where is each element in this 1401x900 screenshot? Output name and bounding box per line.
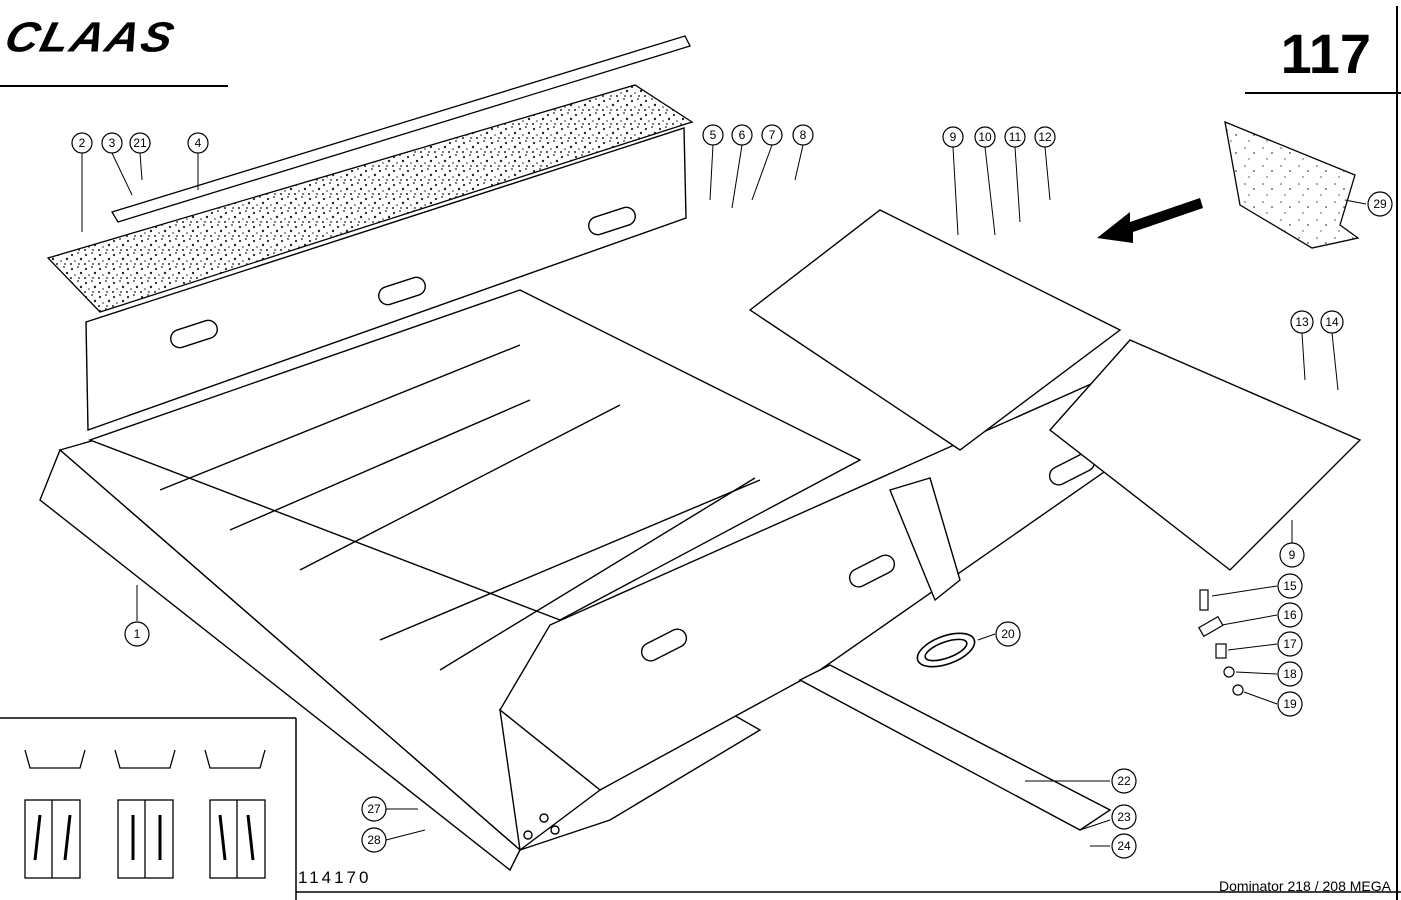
callout-1: 1 xyxy=(134,627,141,641)
callout-24: 24 xyxy=(1117,839,1131,853)
rear-shelf xyxy=(748,209,1362,571)
part-20-grommet xyxy=(916,632,976,668)
upper-side-wall xyxy=(85,127,687,431)
title-block-frame xyxy=(0,6,1401,900)
callout-21: 21 xyxy=(133,136,147,150)
part-4-strip xyxy=(111,35,691,223)
callout-9a: 9 xyxy=(950,130,957,144)
callout-8: 8 xyxy=(800,128,807,142)
callout-9b: 9 xyxy=(1289,548,1296,562)
part-29-deflector xyxy=(1224,120,1360,249)
inset-diagrams xyxy=(24,749,266,879)
callout-11: 11 xyxy=(1009,130,1022,144)
part-2-liner xyxy=(46,84,694,313)
page-number: 117 xyxy=(1280,22,1371,85)
callout-19: 19 xyxy=(1283,697,1297,711)
callout-29: 29 xyxy=(1373,197,1387,211)
callout-2: 2 xyxy=(79,136,86,150)
hardware-15-19 xyxy=(1198,589,1244,696)
callout-7: 7 xyxy=(769,128,776,142)
callout-22: 22 xyxy=(1117,774,1131,788)
callout-18: 18 xyxy=(1283,667,1297,681)
callout-27: 27 xyxy=(367,802,381,816)
callout-14: 14 xyxy=(1325,315,1339,329)
callout-6: 6 xyxy=(739,128,746,142)
callout-28: 28 xyxy=(367,833,381,847)
callout-leaders xyxy=(81,144,1367,847)
model-label: Dominator 218 / 208 MEGA xyxy=(1219,878,1391,894)
callout-13: 13 xyxy=(1295,315,1309,329)
callout-10: 10 xyxy=(978,130,992,144)
callout-3: 3 xyxy=(109,136,116,150)
callout-16: 16 xyxy=(1283,608,1297,622)
callout-23: 23 xyxy=(1117,810,1131,824)
callout-17: 17 xyxy=(1283,637,1297,651)
part-22-beam xyxy=(798,664,1112,831)
drawing-number: 114170 xyxy=(298,868,372,887)
callout-bubbles xyxy=(71,124,1393,859)
center-divider xyxy=(499,358,1151,852)
direction-arrow-icon xyxy=(1097,198,1203,243)
callout-20: 20 xyxy=(1001,627,1015,641)
callout-12: 12 xyxy=(1038,130,1052,144)
callout-4: 4 xyxy=(195,136,202,150)
callout-5: 5 xyxy=(710,128,717,142)
callout-15: 15 xyxy=(1283,579,1297,593)
callout-labels: 2 3 21 4 5 6 7 8 9 10 11 12 29 13 14 9 1… xyxy=(79,128,1387,853)
